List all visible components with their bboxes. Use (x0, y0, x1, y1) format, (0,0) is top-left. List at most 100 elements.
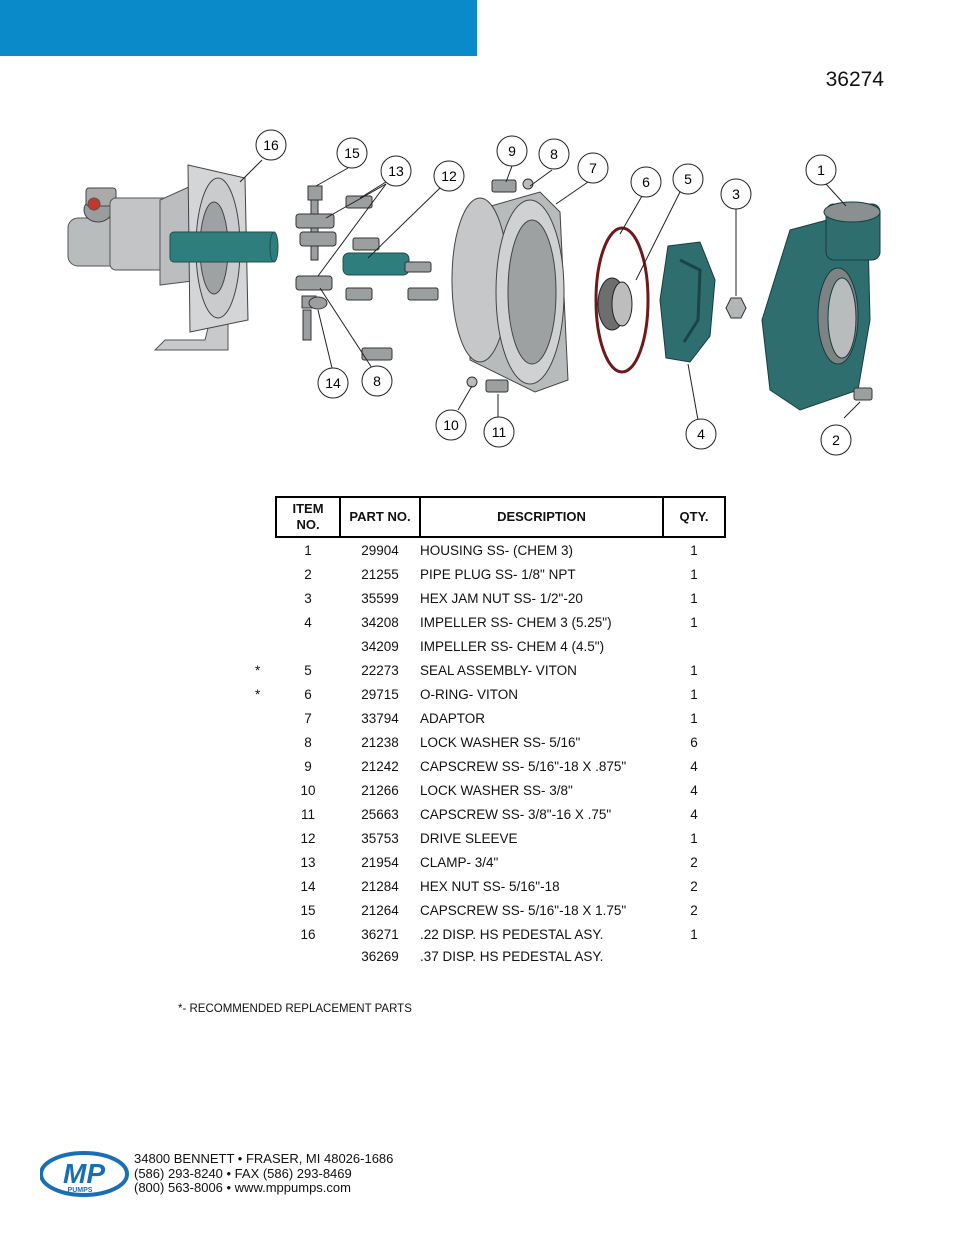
part-no-cell: 21954 (361, 854, 399, 870)
item-no-cell: 16 (300, 926, 316, 942)
footnote: *- RECOMMENDED REPLACEMENT PARTS (178, 1003, 412, 1015)
item-no-cell: 1 (304, 542, 312, 558)
callout-6: 6 (630, 166, 662, 198)
address-line-1: 34800 BENNETT • FRASER, MI 48026-1686 (134, 1151, 394, 1166)
company-address: 34800 BENNETT • FRASER, MI 48026-1686 (5… (134, 1151, 394, 1196)
qty-header: QTY. (662, 496, 726, 538)
callout-8-top: 8 (538, 138, 570, 170)
svg-text:10: 10 (443, 417, 459, 433)
description-cell: CAPSCREW SS- 5/16"-18 X 1.75" (420, 902, 627, 918)
qty-cell: 2 (690, 878, 698, 894)
oring-seal-drawing (594, 226, 650, 374)
qty-cell: 1 (690, 710, 698, 726)
svg-text:6: 6 (642, 174, 650, 190)
qty-cell: 1 (690, 686, 698, 702)
qty-cell (663, 946, 725, 966)
description-cell: LOCK WASHER SS- 5/16" (420, 734, 581, 750)
adaptor-drawing (451, 178, 569, 393)
exploded-parts-diagram: 16 15 13 12 9 8 7 6 5 3 1 14 8 10 11 4 2 (67, 129, 881, 456)
part-no-cell: 34209 (361, 638, 399, 654)
item-no-cell: 12 (300, 830, 316, 846)
star-cell (255, 850, 276, 874)
part-no-cell: 33794 (361, 710, 399, 726)
description-cell: HEX NUT SS- 5/16"-18 (420, 878, 560, 894)
document-number: 36274 (825, 68, 884, 91)
svg-text:12: 12 (441, 168, 457, 184)
qty-cell: 2 (690, 902, 698, 918)
callout-8-bottom: 8 (361, 365, 393, 397)
parts-list-table: ITEM NO. PART NO. DESCRIPTION QTY. 1 2990… (255, 496, 726, 966)
item-no-cell (276, 946, 340, 966)
star-cell (255, 898, 276, 922)
part-no-cell: 36269 (361, 948, 399, 964)
address-line-2: (586) 293-8240 • FAX (586) 293-8469 (134, 1165, 352, 1181)
qty-cell: 4 (690, 758, 698, 774)
callout-3: 3 (720, 178, 752, 210)
qty-cell: 1 (690, 926, 698, 942)
description-cell: SEAL ASSEMBLY- VITON (420, 662, 577, 678)
qty-cell: 1 (690, 614, 698, 630)
top-banner (0, 0, 477, 56)
svg-text:15: 15 (344, 145, 360, 161)
qty-cell: 1 (690, 566, 698, 582)
star-cell (255, 802, 276, 826)
description-cell: IMPELLER SS- CHEM 3 (5.25") (420, 614, 612, 630)
part-no-cell: 35599 (361, 590, 399, 606)
qty-cell: 1 (690, 830, 698, 846)
description-cell: .37 DISP. HS PEDESTAL ASY. (420, 948, 604, 964)
svg-text:MP: MP (63, 1158, 105, 1189)
description-header: DESCRIPTION (419, 496, 664, 538)
callout-5: 5 (672, 163, 704, 195)
svg-text:7: 7 (589, 160, 597, 176)
qty-cell: 4 (690, 806, 698, 822)
star-cell (255, 706, 276, 730)
item-no-cell: 9 (304, 758, 312, 774)
part-no-cell: 21284 (361, 878, 399, 894)
item-no-cell: 6 (304, 686, 312, 702)
description-cell: CAPSCREW SS- 3/8"-16 X .75" (420, 806, 612, 822)
item-no-cell: 11 (300, 806, 315, 822)
description-cell: O-RING- VITON (420, 686, 519, 702)
qty-cell: 1 (690, 542, 698, 558)
star-cell (255, 754, 276, 778)
part-no-cell: 36271 (361, 926, 399, 942)
qty-cell (663, 634, 725, 658)
description-cell: .22 DISP. HS PEDESTAL ASY. (420, 926, 604, 942)
star-cell (255, 946, 276, 966)
part-no-cell: 29904 (361, 542, 399, 558)
part-no-cell: 21255 (361, 566, 399, 582)
description-cell: DRIVE SLEEVE (420, 830, 518, 846)
star-cell (255, 730, 276, 754)
description-cell: HEX JAM NUT SS- 1/2"-20 (420, 590, 583, 606)
callout-9: 9 (496, 135, 528, 167)
table-row: 34209 IMPELLER SS- CHEM 4 (4.5") (255, 634, 725, 658)
description-cell: IMPELLER SS- CHEM 4 (4.5") (420, 638, 605, 654)
description-cell: CAPSCREW SS- 5/16"-18 X .875" (420, 758, 627, 774)
part-no-cell: 21266 (361, 782, 399, 798)
hardware-drawing (295, 185, 439, 361)
address-line-3: (800) 563-8006 • www.mppumps.com (134, 1180, 351, 1195)
svg-text:11: 11 (492, 424, 507, 440)
qty-cell: 1 (690, 662, 698, 678)
description-cell: LOCK WASHER SS- 3/8" (420, 782, 573, 798)
svg-text:13: 13 (388, 163, 404, 179)
star-cell (255, 778, 276, 802)
item-no-cell: 5 (304, 662, 312, 678)
table-header-row: ITEM NO. PART NO. DESCRIPTION QTY. (255, 496, 726, 538)
callout-balloons: 16 15 13 12 9 8 7 6 5 3 1 14 8 10 11 4 2 (255, 129, 852, 456)
svg-text:8: 8 (373, 373, 381, 389)
star-column-header (255, 497, 276, 537)
part-no-cell: 21238 (361, 734, 399, 750)
